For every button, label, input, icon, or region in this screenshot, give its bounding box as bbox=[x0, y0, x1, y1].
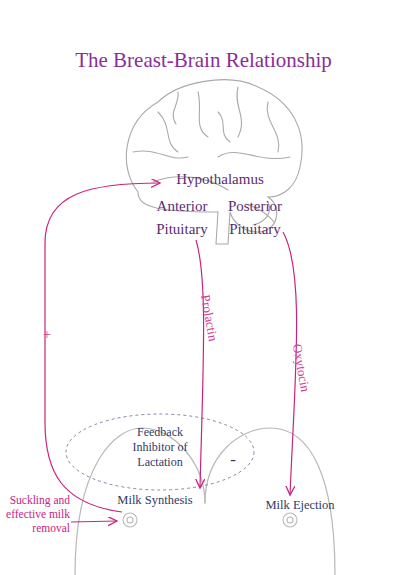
connector-arrow bbox=[45, 183, 160, 512]
outline-stroke bbox=[126, 80, 302, 244]
input-note: Suckling and effective milk removal bbox=[2, 493, 70, 535]
brain-outline-shape bbox=[118, 72, 308, 247]
outline-stroke bbox=[218, 152, 290, 158]
outline-stroke bbox=[237, 87, 242, 137]
hypothalamus-label: Hypothalamus bbox=[150, 170, 290, 188]
outline-stroke bbox=[158, 112, 178, 152]
nipple-symbol bbox=[283, 513, 297, 527]
outline-stroke bbox=[218, 112, 230, 142]
dashed-ellipse bbox=[66, 414, 254, 490]
pituitary-label: Anterior Pituitary bbox=[147, 195, 217, 241]
brain-outline: HypothalamusAnterior PituitaryPosterior … bbox=[118, 72, 308, 247]
process-label: Milk Synthesis bbox=[100, 493, 210, 508]
breast-outline: Milk Ejection bbox=[200, 425, 340, 575]
pituitary-label: Posterior Pituitary bbox=[220, 195, 290, 241]
suckling-arrow bbox=[71, 521, 117, 522]
edge-label: Prolactin bbox=[197, 293, 221, 342]
outline-stroke bbox=[173, 92, 178, 124]
edge-label: Oxytocin bbox=[289, 343, 313, 393]
connector-arrow bbox=[196, 240, 204, 488]
outline-stroke bbox=[267, 102, 279, 152]
inhibitor-label: Feedback Inhibitor of Lactation bbox=[120, 425, 200, 470]
outline-stroke bbox=[198, 92, 208, 137]
diagram-title: The Breast-Brain Relationship bbox=[0, 48, 407, 73]
process-label: Milk Ejection bbox=[245, 498, 355, 513]
nipple-symbol bbox=[287, 517, 293, 523]
edge-label: + bbox=[43, 327, 51, 343]
minus-sign: - bbox=[225, 451, 241, 469]
outline-stroke bbox=[133, 151, 188, 158]
nipple-symbol bbox=[127, 517, 133, 523]
inhibitor-ellipse: Feedback Inhibitor of Lactation - bbox=[65, 413, 255, 491]
nipple-symbol bbox=[123, 513, 137, 527]
